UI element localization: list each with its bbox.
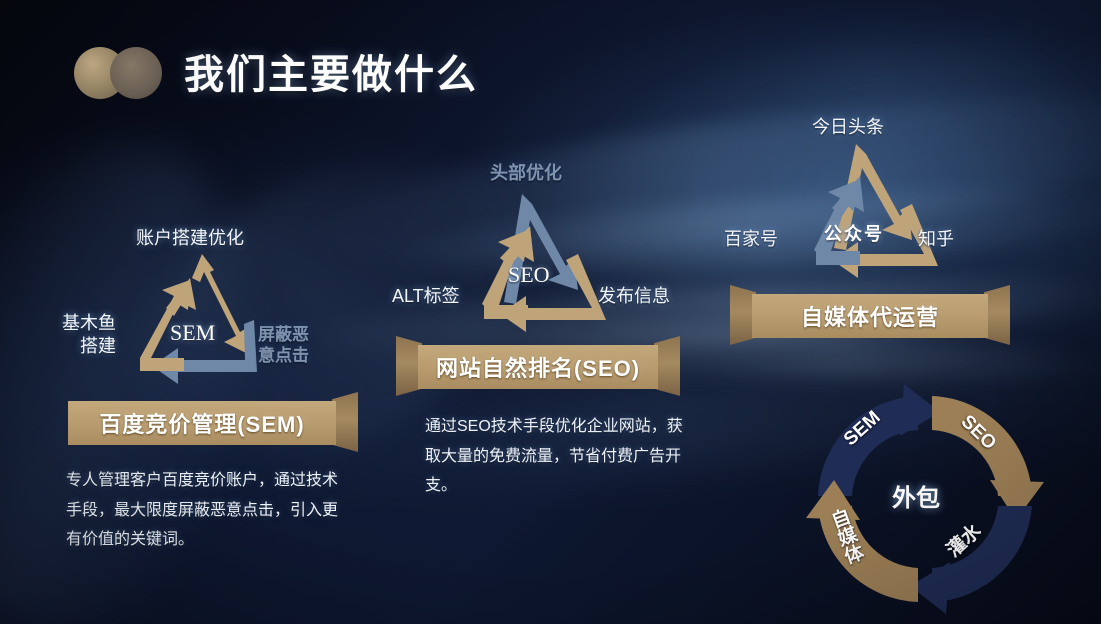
seo-label-top: 头部优化 — [490, 163, 562, 183]
seo-description: 通过SEO技术手段优化企业网站，获取大量的免费流量，节省付费广告开支。 — [425, 418, 683, 495]
sem-banner-body: 百度竞价管理(SEM) — [68, 401, 336, 445]
sem-description: 专人管理客户百度竞价账户，通过技术手段，最大限度屏蔽恶意点击，引入更有价值的关键… — [66, 472, 339, 549]
seo-banner: 网站自然排名(SEO) — [396, 336, 680, 396]
seo-banner-label: 网站自然排名(SEO) — [435, 356, 641, 381]
sem-center-label: SEM — [170, 320, 216, 345]
zimeiti-label-right: 知乎 — [918, 229, 954, 249]
outsourcing-cycle-diagram: SEM SEO 灌水 自媒体 外包 — [800, 378, 1050, 618]
decorative-dots — [74, 43, 166, 99]
zimeiti-banner-label: 自媒体代运营 — [800, 305, 939, 330]
zimeiti-label-left: 百家号 — [724, 229, 778, 249]
slide-header: 我们主要做什么 — [74, 42, 478, 100]
seo-triangle-diagram: SEO — [460, 190, 640, 335]
arc-seo — [932, 396, 1044, 520]
zimeiti-triangle-diagram: 公众号 — [790, 140, 960, 280]
sem-triangle-diagram: SEM — [118, 248, 298, 398]
sem-label-right-line1: 屏蔽恶 — [258, 325, 309, 344]
seo-label-left: ALT标签 — [392, 286, 460, 306]
sem-label-left-line1: 基木鱼 — [62, 313, 116, 333]
circle-icon-right — [110, 47, 162, 99]
sem-banner: 百度竞价管理(SEM) — [68, 392, 358, 452]
sem-label-left: 基木鱼 搭建 — [62, 312, 116, 357]
seo-label-right: 发布信息 — [598, 286, 670, 306]
seo-banner-body: 网站自然排名(SEO) — [418, 345, 658, 389]
zimeiti-banner-body: 自媒体代运营 — [752, 294, 988, 338]
outsourcing-center-label: 外包 — [892, 485, 940, 512]
seo-recycle-svg — [482, 194, 606, 332]
zimeiti-banner: 自媒体代运营 — [730, 285, 1010, 345]
page-title: 我们主要做什么 — [184, 53, 478, 97]
zimeiti-center-label: 公众号 — [824, 224, 884, 244]
sem-banner-label: 百度竞价管理(SEM) — [99, 412, 305, 437]
zimeiti-label-top: 今日头条 — [812, 117, 884, 137]
seo-center-label: SEO — [508, 262, 550, 287]
zimeiti-recycle-svg — [814, 144, 938, 278]
sem-label-left-line2: 搭建 — [80, 335, 116, 356]
sem-label-top: 账户搭建优化 — [136, 228, 244, 248]
sem-label-right: 屏蔽恶 意点击 — [258, 324, 309, 367]
sem-label-right-line2: 意点击 — [258, 346, 309, 366]
